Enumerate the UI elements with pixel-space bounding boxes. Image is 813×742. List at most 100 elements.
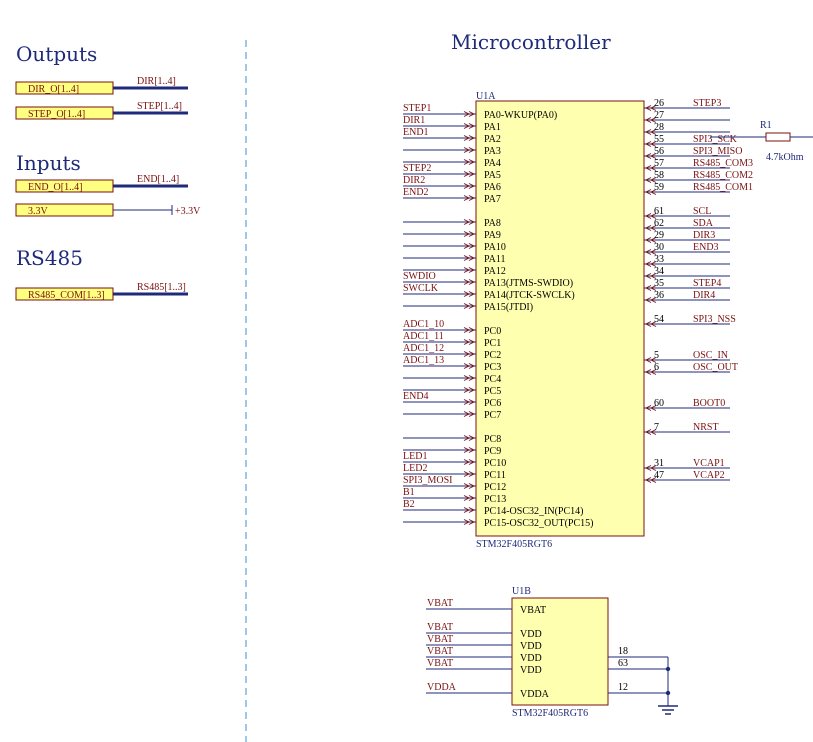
pin-number: 5 bbox=[654, 350, 659, 361]
port[interactable]: 3.3V+3.3V bbox=[15, 203, 201, 217]
pin-io-marker bbox=[644, 225, 652, 231]
net-label: STEP3 bbox=[693, 98, 721, 109]
pin-io-marker bbox=[649, 141, 657, 147]
pin-io-marker bbox=[649, 165, 657, 171]
pin-io-marker bbox=[468, 147, 476, 153]
net-label: DIR3 bbox=[693, 230, 715, 241]
pin-number: 35 bbox=[654, 278, 664, 289]
pin-io-marker bbox=[644, 405, 652, 411]
pin-number: 57 bbox=[654, 158, 664, 169]
net-label: END1 bbox=[403, 127, 429, 138]
port-label: STEP_O[1..4] bbox=[28, 109, 85, 120]
pin-io-marker bbox=[468, 123, 476, 129]
pin-name: PC15-OSC32_OUT(PC15) bbox=[484, 518, 593, 529]
pin-io-marker bbox=[644, 369, 652, 375]
u1a-left-pin: PC4 bbox=[403, 374, 501, 385]
pin-io-marker bbox=[649, 477, 657, 483]
pin-name: PC6 bbox=[484, 398, 501, 409]
pin-io-marker bbox=[644, 249, 652, 255]
u1a-left-pin: PC6 END4 bbox=[403, 391, 501, 409]
u1a-left-pin: PC5 bbox=[403, 386, 501, 397]
bus-net-label: STEP[1..4] bbox=[137, 101, 182, 112]
pin-name: PA7 bbox=[484, 194, 501, 205]
net-label: STEP1 bbox=[403, 103, 431, 114]
pin-number: 54 bbox=[654, 314, 664, 325]
pin-io-marker bbox=[649, 405, 657, 411]
r1-designator: R1 bbox=[760, 120, 772, 131]
pin-name: PC14-OSC32_IN(PC14) bbox=[484, 506, 583, 517]
port-shape bbox=[15, 179, 114, 193]
pin-io-marker bbox=[463, 483, 471, 489]
net-label: ADC1_11 bbox=[403, 331, 444, 342]
pin-io-marker bbox=[468, 135, 476, 141]
pin-io-marker bbox=[463, 171, 471, 177]
u1a-left-pin: PA0-WKUP(PA0) STEP1 bbox=[403, 103, 557, 121]
pin-io-marker bbox=[468, 279, 476, 285]
pin-number: 30 bbox=[654, 242, 664, 253]
pin-io-marker bbox=[468, 519, 476, 525]
net-label: VCAP1 bbox=[693, 458, 725, 469]
port-label: DIR_O[1..4] bbox=[28, 84, 79, 95]
pin-io-marker bbox=[644, 237, 652, 243]
pin-io-marker bbox=[468, 351, 476, 357]
pin-io-marker bbox=[468, 399, 476, 405]
u1a-left-pins: PA0-WKUP(PA0)STEP1PA1DIR1PA2END1PA3PA4PA… bbox=[403, 103, 593, 529]
net-label: NRST bbox=[693, 422, 719, 433]
pin-io-marker bbox=[463, 303, 471, 309]
port[interactable]: DIR_O[1..4] DIR[1..4] bbox=[15, 76, 188, 95]
pin-io-marker bbox=[463, 435, 471, 441]
pin-number: 55 bbox=[654, 134, 664, 145]
pin-name: PA1 bbox=[484, 122, 501, 133]
pin-io-marker bbox=[468, 303, 476, 309]
pin-io-marker bbox=[463, 279, 471, 285]
pin-io-marker bbox=[644, 321, 652, 327]
net-label: B2 bbox=[403, 499, 415, 510]
u1a-part-number: STM32F405RGT6 bbox=[476, 539, 552, 550]
pin-io-marker bbox=[468, 447, 476, 453]
pin-number: 6 bbox=[654, 362, 659, 373]
port[interactable]: STEP_O[1..4] STEP[1..4] bbox=[15, 101, 188, 120]
u1a-left-pin: PA9 bbox=[403, 230, 501, 241]
pin-io-marker bbox=[468, 111, 476, 117]
port-shape bbox=[15, 106, 114, 120]
port-label: RS485_COM[1..3] bbox=[28, 290, 105, 301]
pin-name: PA0-WKUP(PA0) bbox=[484, 110, 557, 121]
net-label: RS485_COM1 bbox=[693, 182, 753, 193]
port[interactable]: RS485_COM[1..3]RS485[1..3] bbox=[15, 282, 188, 301]
pin-io-marker bbox=[463, 447, 471, 453]
pin-io-marker bbox=[463, 291, 471, 297]
net-label: END4 bbox=[403, 391, 429, 402]
r1-resistor: R1 4.7kOhm bbox=[710, 120, 813, 163]
pin-name: PA5 bbox=[484, 170, 501, 181]
pin-io-marker bbox=[468, 459, 476, 465]
pin-number: 47 bbox=[654, 470, 664, 481]
rs485-title: RS485 bbox=[16, 246, 83, 270]
pin-io-marker bbox=[649, 177, 657, 183]
u1a-left-pin: PA10 bbox=[403, 242, 506, 253]
pin-name: PA2 bbox=[484, 134, 501, 145]
u1a-left-pin: PA15(JTDI) bbox=[403, 302, 533, 313]
bus-net-label: END[1..4] bbox=[137, 174, 179, 185]
pin-io-marker bbox=[649, 465, 657, 471]
pin-io-marker bbox=[649, 357, 657, 363]
bus-net-label: DIR[1..4] bbox=[137, 76, 176, 87]
pin-io-marker bbox=[463, 255, 471, 261]
pin-io-marker bbox=[644, 429, 652, 435]
pin-io-marker bbox=[463, 231, 471, 237]
pin-io-marker bbox=[649, 105, 657, 111]
port[interactable]: END_O[1..4]END[1..4] bbox=[15, 174, 188, 193]
net-label: B1 bbox=[403, 487, 415, 498]
pin-name: PA12 bbox=[484, 266, 506, 277]
u1a-right-pin: 34 bbox=[644, 266, 730, 279]
pin-name: PC1 bbox=[484, 338, 501, 349]
